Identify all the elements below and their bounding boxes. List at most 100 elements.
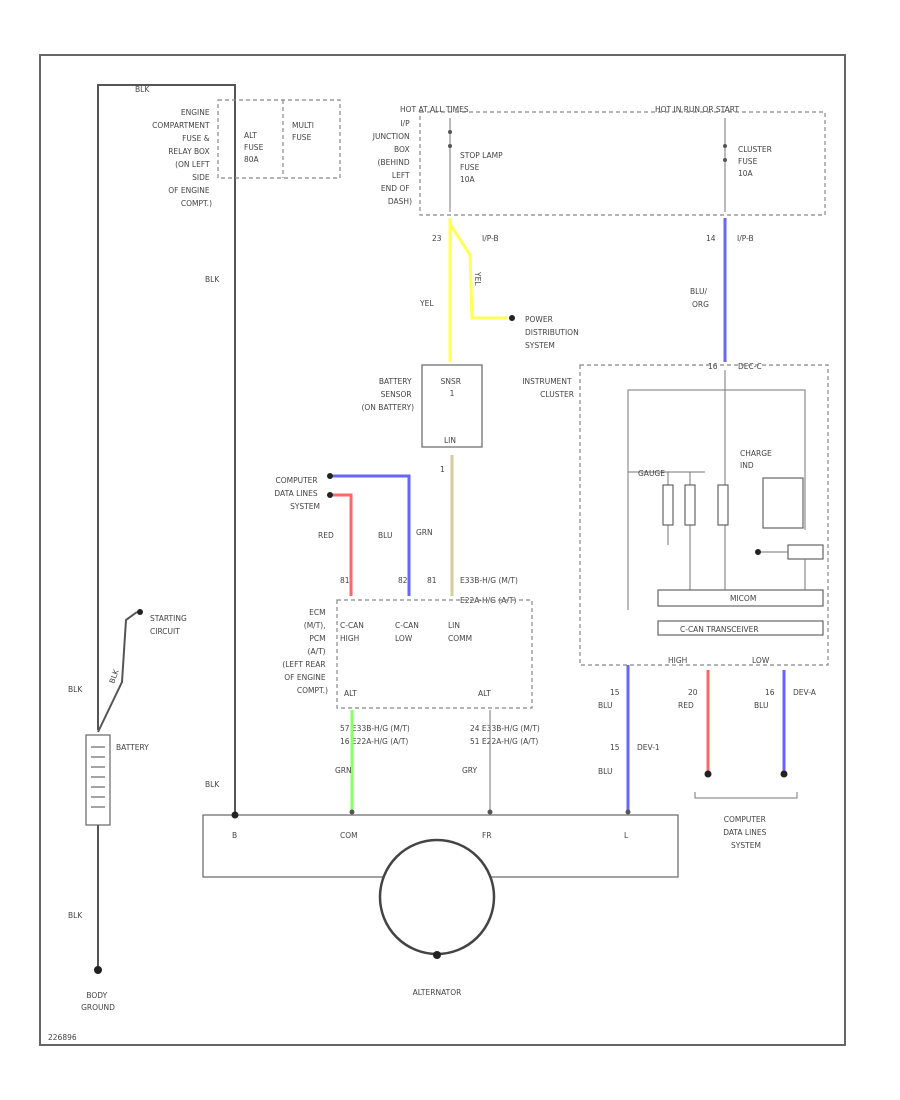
lin-comm-label: LIN COMM	[448, 621, 472, 643]
blu-wire-label: BLU	[378, 531, 392, 540]
computer-data-bottom-line-3: SYSTEM	[731, 841, 761, 850]
stop-lamp-line-2: FUSE	[460, 163, 480, 172]
instrument-cluster-line-2: CLUSTER	[540, 390, 574, 399]
alt-fuse-line-3: 80A	[244, 155, 260, 164]
left-conn2-line-2: 51 E22A-H/G (A/T)	[470, 737, 538, 746]
blk-wire-label-left: BLK	[68, 685, 83, 694]
cluster-high-label: HIGH	[668, 656, 687, 665]
computer-data-top-line-1: COMPUTER	[275, 476, 317, 485]
conn-dev-label: DEV-1	[637, 743, 660, 752]
alt-fuse-line-2: FUSE	[244, 143, 264, 152]
left-conn2-label: 24 E33B-H/G (M/T) 51 E22A-H/G (A/T)	[470, 724, 542, 746]
ecm-line-3: PCM	[309, 634, 325, 643]
pin-82-label: 82	[398, 576, 408, 585]
battery-cells	[91, 746, 105, 808]
yel-wire-label-2: YEL	[473, 271, 482, 286]
instrument-cluster-line-1: INSTRUMENT	[522, 377, 572, 386]
pin-81b-label: 81	[427, 576, 437, 585]
engine-comp-line-5: (ON LEFT	[175, 160, 210, 169]
computer-data-bottom-line-2: DATA LINES	[723, 828, 766, 837]
engine-fuse-box-outline	[217, 99, 341, 179]
pin-15-label: 15	[610, 688, 620, 697]
left-conn2-line-1: 24 E33B-H/G (M/T)	[470, 724, 540, 733]
alt-pin-com-label: COM	[340, 831, 358, 840]
pin-lin-label: LIN	[444, 436, 456, 445]
sensor-box-line-1: SNSR	[441, 377, 461, 386]
blk-wire-label-side: BLK	[205, 275, 220, 284]
blue-can-wire	[330, 474, 411, 596]
can-high-line-1: C-CAN	[340, 621, 364, 630]
ecm-line-2: (M/T),	[304, 621, 326, 630]
figure-code: 226896	[48, 1033, 77, 1042]
battery-label: BATTERY	[116, 743, 149, 752]
junction-line-1: I/P	[400, 119, 410, 128]
starting-circuit-line-2: CIRCUIT	[150, 627, 180, 636]
ecm-label: ECM (M/T), PCM (A/T) (LEFT REAR OF ENGIN…	[282, 608, 328, 695]
diagram-frame	[39, 54, 846, 1046]
yel-wire-label: YEL	[419, 299, 434, 308]
left-conn1-line-1: 57 E33B-H/G (M/T)	[340, 724, 410, 733]
pin-15b-label: 15	[610, 743, 620, 752]
junction-line-6: END OF	[381, 184, 410, 193]
blk-wire-label-ground: BLK	[68, 911, 83, 920]
top-wire-label: BLK	[135, 85, 150, 94]
cluster-fuse-line-1: CLUSTER	[738, 145, 772, 154]
battery-sensor-label: BATTERY SENSOR (ON BATTERY)	[361, 377, 414, 412]
can-low-label: C-CAN LOW	[395, 621, 421, 643]
engine-comp-line-4: RELAY BOX	[168, 147, 209, 156]
alt-terminal-b-dot	[231, 811, 239, 819]
body-ground-line-1: BODY	[86, 991, 107, 1000]
alternator-ground-dot	[433, 951, 441, 959]
red-wire-label-2: RED	[678, 701, 694, 710]
pin-20-label: 20	[688, 688, 698, 697]
alt-pin-b-label: B	[232, 831, 237, 840]
yellow-wire-power-dist	[448, 223, 508, 320]
gauge-label: GAUGE	[638, 469, 665, 478]
junction-line-3: BOX	[394, 145, 410, 154]
conn-e-label: E33B-H/G (M/T)	[460, 576, 518, 585]
computer-data-top-line-3: SYSTEM	[290, 502, 320, 511]
blu-wire-label-3: BLU	[598, 767, 612, 776]
engine-comp-line-3: FUSE &	[182, 134, 210, 143]
pin-1-label: 1	[440, 465, 445, 474]
blu-org-label: BLU/ ORG	[690, 287, 709, 309]
junction-line-5: LEFT	[392, 171, 410, 180]
pin-23-label: 23	[432, 234, 442, 243]
cluster-fuse-line-3: 10A	[738, 169, 754, 178]
sensor-box-line-2: 1	[450, 389, 455, 398]
ecm-line-4: (A/T)	[308, 647, 326, 656]
lin-comm-line-1: LIN	[448, 621, 460, 630]
pin-16-label: 16	[708, 362, 718, 371]
battery-feed-wires	[97, 84, 236, 968]
conn-e2-label: E22A-H/G (A/T)	[460, 596, 516, 605]
power-dist-connector	[509, 315, 515, 321]
red-wire-label: RED	[318, 531, 334, 540]
starting-circuit-line-1: STARTING	[150, 614, 187, 623]
stop-lamp-fuse-label: STOP LAMP FUSE 10A	[460, 151, 505, 184]
computer-data-top-label: COMPUTER DATA LINES SYSTEM	[274, 476, 320, 511]
micom-box	[657, 589, 824, 607]
alt-fuse-label: ALT FUSE 80A	[244, 131, 266, 164]
blu-wire-label-2: BLU	[598, 701, 612, 710]
starting-circuit-connector	[137, 609, 143, 615]
can-high-label: C-CAN HIGH	[340, 621, 366, 643]
conn-cluster-label: DEC-C	[738, 362, 762, 371]
can-transceiver-label: C-CAN TRANSCEIVER	[680, 625, 759, 634]
alt-pin-l-label: L	[624, 831, 629, 840]
can-low-line-1: C-CAN	[395, 621, 419, 630]
battery-sensor-line-1: BATTERY	[379, 377, 412, 386]
cluster-can-blue-dot	[780, 770, 788, 778]
blu-wire-label-4: BLU	[754, 701, 768, 710]
engine-comp-line-6: SIDE	[192, 173, 210, 182]
battery-sensor-box	[421, 364, 483, 448]
sensor-box-label: SNSR 1	[441, 377, 464, 398]
body-ground-line-2: GROUND	[81, 1003, 115, 1012]
junction-box-label: I/P JUNCTION BOX (BEHIND LEFT END OF DAS…	[372, 119, 412, 206]
computer-data-bottom-line-1: COMPUTER	[724, 815, 766, 824]
starting-circuit-label: STARTING CIRCUIT	[150, 614, 189, 636]
multi-fuse-line-2: FUSE	[292, 133, 312, 142]
left-conn1-line-2: 16 E22A-H/G (A/T)	[340, 737, 408, 746]
alt-pin-fr-label: FR	[482, 831, 492, 840]
charge-ind-line-1: CHARGE	[740, 449, 772, 458]
